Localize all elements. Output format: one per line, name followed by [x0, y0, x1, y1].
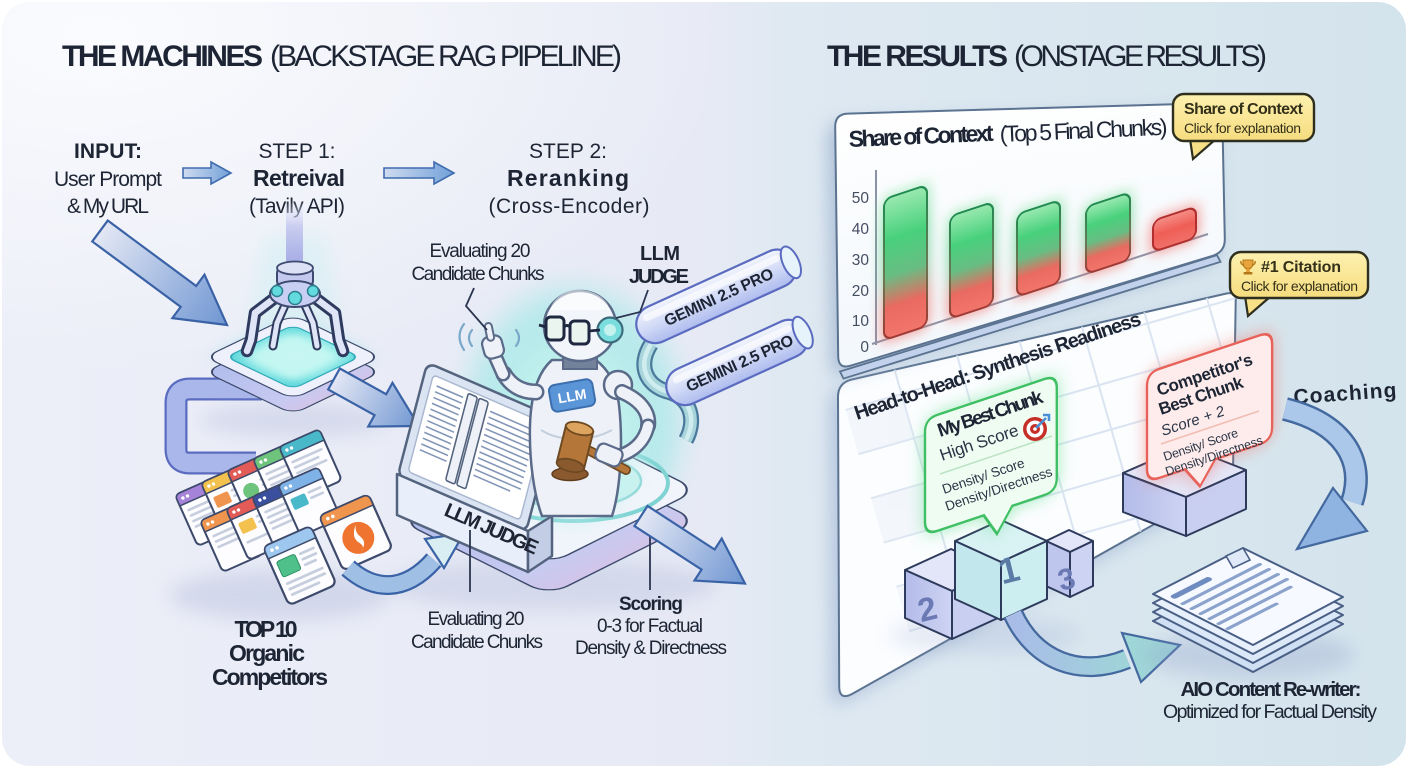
svg-text:LLM: LLM — [640, 243, 680, 265]
svg-text:(Cross-Encoder): (Cross-Encoder) — [489, 195, 650, 218]
svg-text:Density & Directness: Density & Directness — [575, 638, 727, 659]
svg-text:Reranking: Reranking — [507, 165, 629, 191]
svg-text:TOP 10: TOP 10 — [235, 616, 298, 642]
svg-text:Evaluating 20: Evaluating 20 — [428, 609, 525, 630]
svg-text:Organic: Organic — [229, 640, 305, 666]
svg-text:30: 30 — [852, 252, 870, 269]
svg-text:AIO Content Re-writer:: AIO Content Re-writer: — [1181, 678, 1362, 701]
svg-text:#1 Citation: #1 Citation — [1261, 259, 1341, 276]
svg-text:10: 10 — [852, 313, 870, 330]
svg-text:INPUT:: INPUT: — [74, 140, 142, 163]
svg-text:STEP 2:: STEP 2: — [529, 140, 607, 163]
svg-text:STEP 1:: STEP 1: — [259, 140, 336, 163]
svg-text:Scoring: Scoring — [619, 594, 683, 615]
svg-text:THE MACHINES: THE MACHINES — [62, 40, 263, 73]
svg-text:Click for explanation: Click for explanation — [1241, 278, 1358, 294]
svg-text:THE RESULTS: THE RESULTS — [827, 40, 1008, 73]
svg-text:Optimized for Factual Density: Optimized for Factual Density — [1163, 701, 1377, 723]
svg-text:& My URL: & My URL — [67, 195, 149, 218]
svg-text:20: 20 — [852, 283, 870, 300]
svg-text:Retreival: Retreival — [253, 165, 345, 191]
svg-text:JUDGE: JUDGE — [629, 266, 689, 288]
svg-text:0-3 for Factual: 0-3 for Factual — [597, 616, 703, 637]
svg-text:LLM: LLM — [557, 386, 588, 407]
svg-text:Share of Context: Share of Context — [848, 120, 994, 152]
svg-text:(BACKSTAGE RAG PIPELINE): (BACKSTAGE RAG PIPELINE) — [270, 40, 622, 73]
svg-text:Share of Context: Share of Context — [1184, 101, 1304, 118]
svg-text:Competitors: Competitors — [212, 664, 328, 690]
svg-text:Candidate Chunks: Candidate Chunks — [412, 264, 545, 285]
svg-text:(ONSTAGE RESULTS): (ONSTAGE RESULTS) — [1014, 40, 1267, 73]
svg-text:50: 50 — [852, 190, 870, 207]
svg-text:Click for explanation: Click for explanation — [1184, 120, 1301, 136]
svg-text:User Prompt: User Prompt — [54, 168, 162, 191]
svg-text:Evaluating 20: Evaluating 20 — [430, 241, 531, 262]
svg-text:40: 40 — [852, 221, 870, 238]
svg-text:0: 0 — [860, 339, 869, 356]
svg-text:Candidate Chunks: Candidate Chunks — [411, 632, 543, 653]
